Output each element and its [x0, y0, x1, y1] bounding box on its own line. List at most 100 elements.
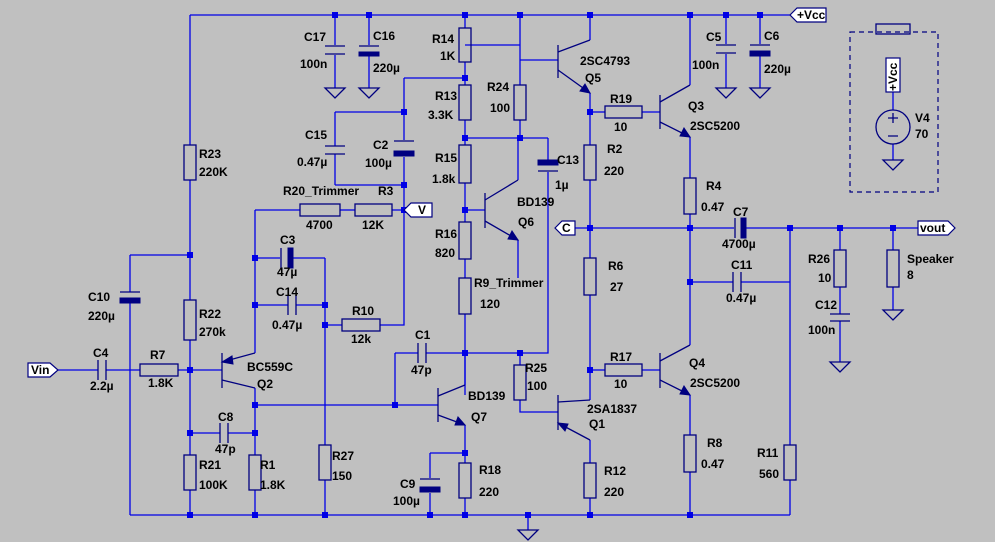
c8-value: 47p [215, 442, 236, 456]
v4-source [849, 23, 939, 193]
c9-value: 100µ [393, 494, 420, 508]
q1-name: Q1 [589, 417, 605, 431]
c2-name: C2 [373, 138, 389, 152]
capacitors [97, 44, 850, 493]
c17-value: 100n [300, 57, 327, 71]
r9-value: 120 [480, 297, 500, 311]
r26-name: R26 [808, 252, 830, 266]
c10-value: 220µ [88, 309, 115, 323]
c6-value: 220µ [764, 62, 791, 76]
resistors [139, 27, 900, 499]
r23-value: 220K [199, 165, 228, 179]
r18-name: R18 [479, 463, 501, 477]
q3-name: Q3 [688, 99, 704, 113]
r21-name: R21 [199, 458, 221, 472]
q3-transistor [659, 84, 692, 138]
c3-name: C3 [280, 233, 296, 247]
port-flags: +Vcc +Vcc V C Vin vout [27, 7, 956, 378]
r6-name: R6 [608, 259, 624, 273]
c6-name: C6 [764, 29, 780, 43]
r11-name: R11 [757, 446, 779, 460]
r20-body [299, 203, 341, 217]
r3-value: 12K [362, 218, 384, 232]
r25-name: R25 [525, 361, 547, 375]
r17-value: 10 [614, 377, 628, 391]
c14-value: 0.47µ [272, 318, 302, 332]
r14-name: R14 [432, 32, 454, 46]
speaker-body [886, 249, 900, 288]
r17-body [604, 363, 643, 377]
c3-value: 47µ [277, 265, 297, 279]
r8-body [683, 434, 697, 473]
r3-name: R3 [378, 184, 394, 198]
r16-value: 820 [435, 246, 455, 260]
c4-name: C4 [93, 346, 109, 360]
c12-value: 100n [808, 323, 835, 337]
q7-name: Q7 [471, 410, 487, 424]
r21-value: 100K [199, 478, 228, 492]
c10-name: C10 [88, 290, 110, 304]
r2-value: 220 [604, 164, 624, 178]
c5-value: 100n [692, 58, 719, 72]
r12-name: R12 [604, 464, 626, 478]
r27-value: 150 [332, 469, 352, 483]
vcc-src-flag [885, 57, 901, 93]
r14-body [458, 27, 472, 63]
r15-body [458, 144, 472, 184]
r18-value: 220 [479, 485, 499, 499]
r3-body [354, 203, 393, 217]
r1-value: 1.8K [260, 478, 286, 492]
r24-name: R24 [487, 80, 509, 94]
v4-dashed-box [849, 31, 939, 193]
c-port [554, 220, 576, 236]
q5-name: Q5 [585, 71, 601, 85]
r17-name: R17 [610, 350, 632, 364]
r9-body [458, 277, 472, 315]
r13-body [458, 84, 472, 121]
q5-type: 2SC4793 [580, 54, 630, 68]
r19-value: 10 [614, 120, 628, 134]
q2-type: BC559C [247, 360, 293, 374]
r1-name: R1 [260, 458, 276, 472]
r22-body [183, 299, 197, 341]
r4-name: R4 [706, 179, 722, 193]
r10-name: R10 [352, 304, 374, 318]
r26-value: 10 [818, 271, 832, 285]
vin-port [27, 362, 59, 378]
vcc-port [789, 7, 827, 23]
r24-body [513, 84, 527, 121]
c15-value: 0.47µ [297, 155, 327, 169]
q4-name: Q4 [689, 356, 705, 370]
c7-name: C7 [733, 205, 749, 219]
v-port [403, 202, 433, 218]
q6-transistor [484, 179, 520, 241]
vcc-src-label: +Vcc [886, 62, 900, 91]
c11-value: 0.47µ [726, 291, 756, 305]
r22-value: 270k [199, 325, 226, 339]
r12-value: 220 [604, 485, 624, 499]
wires [58, 14, 918, 530]
r13-value: 3.3K [428, 108, 454, 122]
r27-body [318, 444, 332, 481]
r23-body [183, 144, 197, 181]
r1-body [248, 454, 262, 491]
c7-value: 4700µ [722, 237, 756, 251]
r16-body [458, 221, 472, 260]
r22-name: R22 [199, 307, 221, 321]
r15-name: R15 [435, 151, 457, 165]
r6-body [583, 257, 597, 296]
r21-body [183, 454, 197, 491]
c12-name: C12 [815, 298, 837, 312]
q4-type: 2SC5200 [690, 376, 740, 390]
r20-name: R20_Trimmer [283, 184, 359, 198]
component-labels: C17 100n C16 220µ R14 1K R13 3.3K R24 10… [88, 29, 954, 508]
v4-tab [875, 23, 911, 35]
r13-name: R13 [435, 89, 457, 103]
v4-value: 70 [915, 127, 929, 141]
vout-port [917, 220, 956, 236]
r14-value: 1K [440, 49, 456, 63]
r15-value: 1.8k [432, 172, 456, 186]
q2-name: Q2 [257, 377, 273, 391]
r25-value: 100 [527, 379, 547, 393]
c15-name: C15 [305, 128, 327, 142]
